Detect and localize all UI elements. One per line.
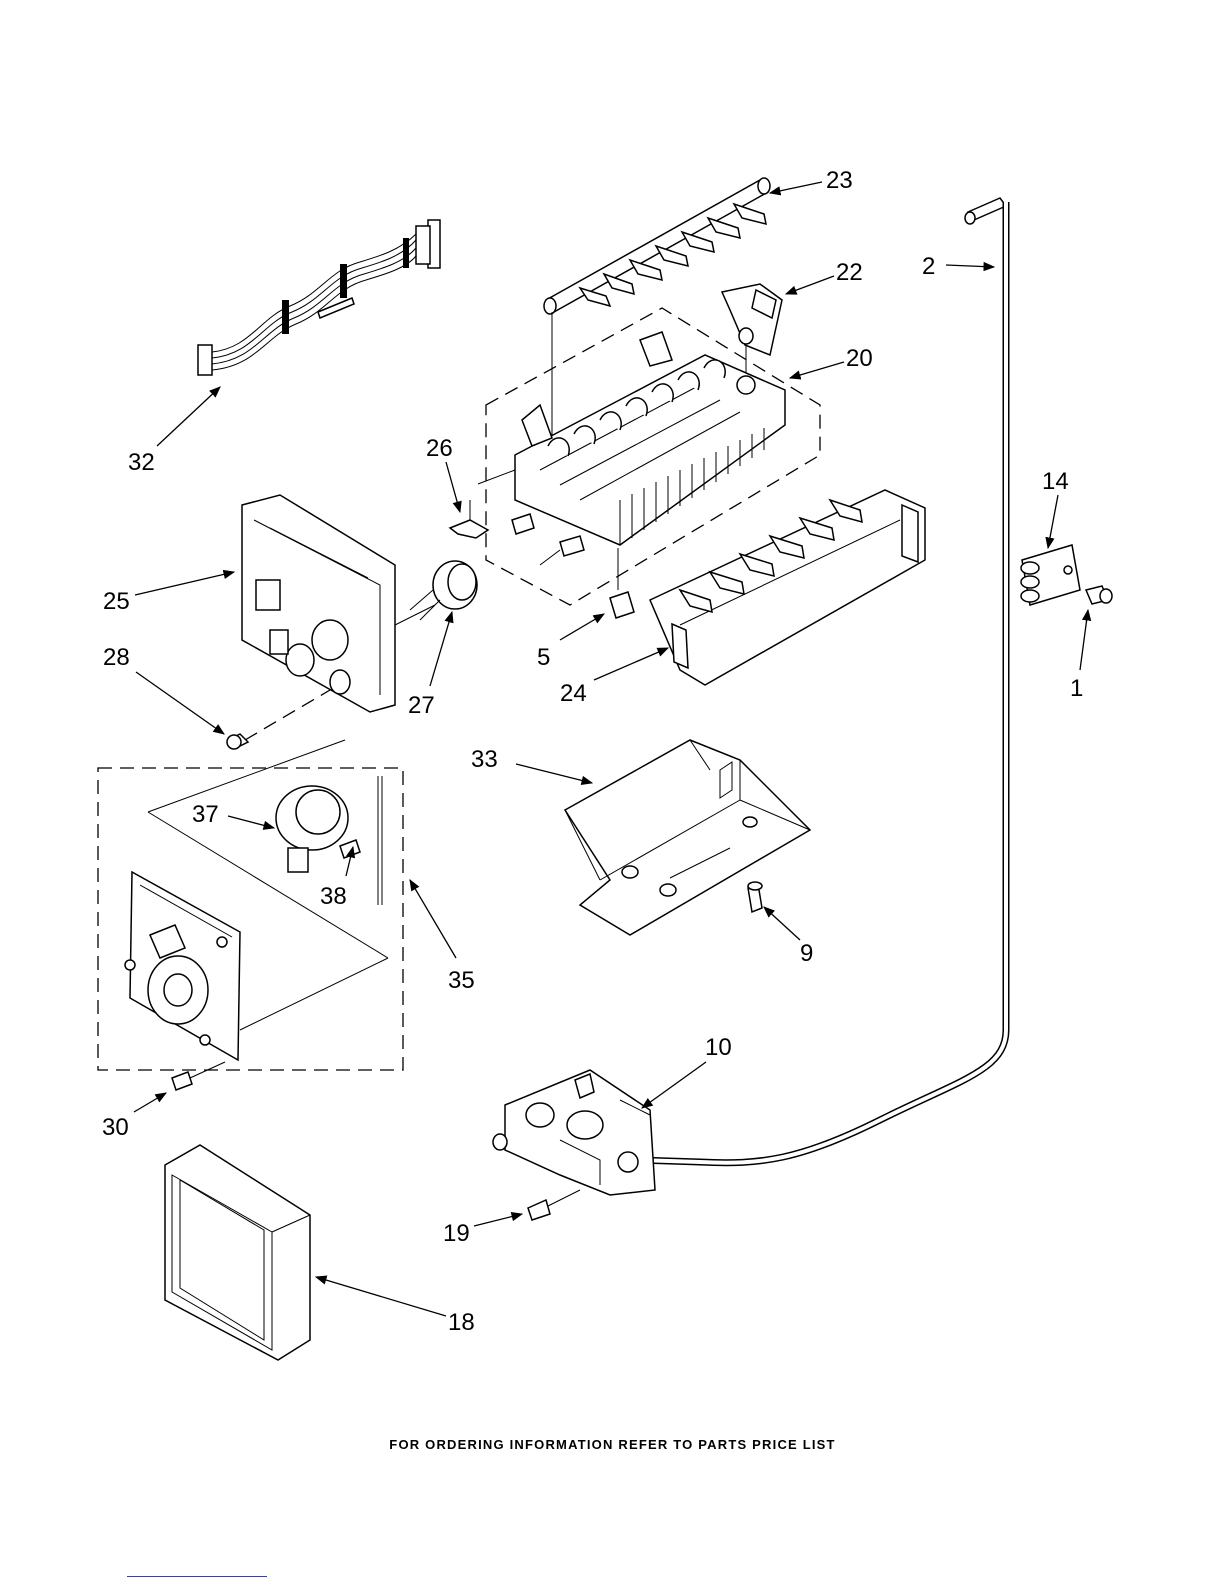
callout-37: 37: [192, 801, 219, 828]
callout-24: 24: [560, 680, 587, 707]
callout-1: 1: [1070, 675, 1083, 702]
module-plate-part-35: [125, 740, 388, 1060]
thermostat-part-27: [410, 561, 477, 620]
screw-part-9: [748, 882, 762, 912]
screw-part-1: [1086, 586, 1112, 604]
callout-27: 27: [408, 692, 435, 719]
callout-5: 5: [537, 644, 550, 671]
callout-38: 38: [320, 883, 347, 910]
callout-14: 14: [1042, 468, 1069, 495]
callout-10: 10: [705, 1034, 732, 1061]
callout-22: 22: [836, 259, 863, 286]
callout-19: 19: [443, 1220, 470, 1247]
callout-32: 32: [128, 449, 155, 476]
callout-20: 20: [846, 345, 873, 372]
screw-part-19: [528, 1190, 580, 1220]
tray-part-33: [565, 740, 810, 935]
cover-part-18: [165, 1145, 310, 1360]
callout-23: 23: [826, 167, 853, 194]
clamp-part-14: [1021, 545, 1080, 605]
stripper-part-24: [650, 490, 925, 685]
callout-2: 2: [922, 253, 935, 280]
callout-33: 33: [471, 746, 498, 773]
callout-18: 18: [448, 1309, 475, 1336]
screw-part-38: [340, 840, 360, 858]
footer-link-underline[interactable]: [127, 1576, 267, 1577]
clip-part-5: [610, 592, 634, 618]
screw-part-28: [227, 734, 248, 749]
callout-30: 30: [102, 1114, 129, 1141]
callout-9: 9: [800, 940, 813, 967]
clip-part-26: [450, 520, 488, 538]
screw-part-30: [172, 1062, 225, 1090]
water-tube-part-2: [638, 198, 1006, 1163]
ice-mold-part-20: [478, 332, 785, 590]
callout-35: 35: [448, 967, 475, 994]
ordering-info-note: FOR ORDERING INFORMATION REFER TO PARTS …: [0, 1437, 1225, 1452]
callout-25: 25: [103, 588, 130, 615]
callout-26: 26: [426, 435, 453, 462]
callout-28: 28: [103, 644, 130, 671]
module-housing-part-25: [242, 495, 435, 712]
wire-harness-part-32: [198, 220, 440, 375]
water-valve-part-10: [493, 1070, 655, 1195]
